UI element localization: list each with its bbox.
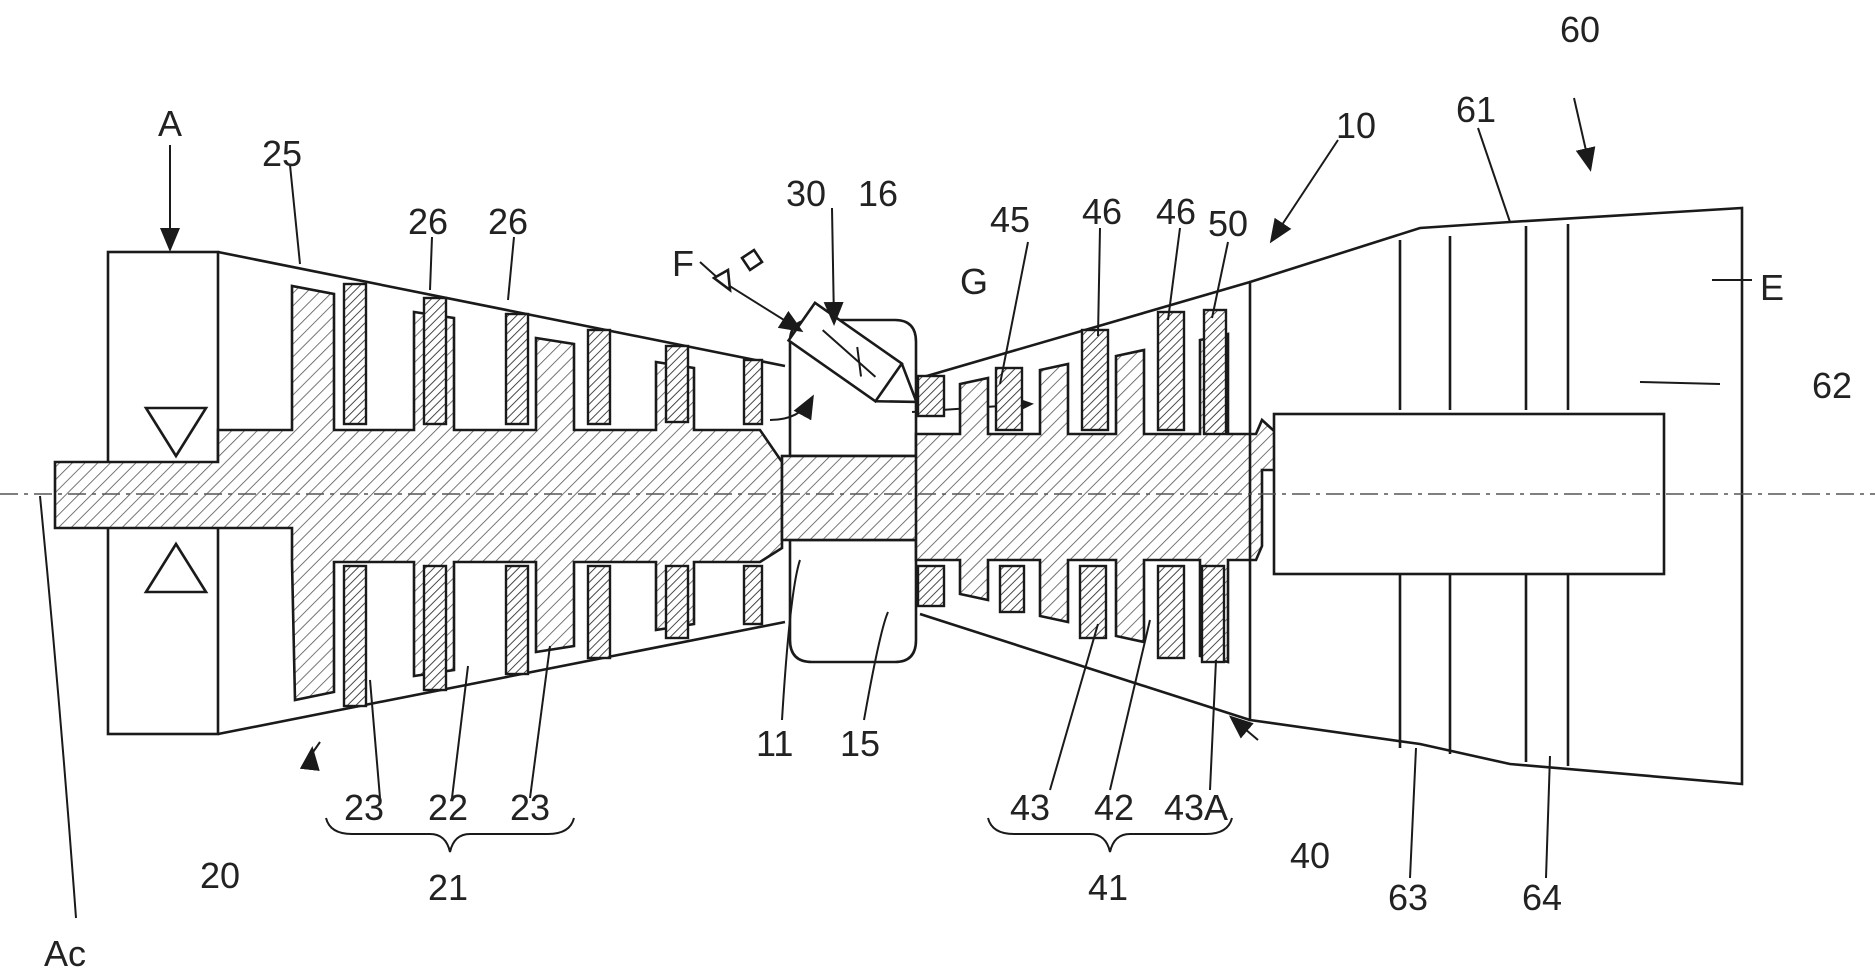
label-50: 50 (1208, 203, 1248, 244)
turbine (916, 282, 1284, 720)
label-43: 43 (1010, 787, 1050, 828)
combustor-casing-bottom (790, 540, 916, 662)
label-E: E (1760, 267, 1784, 308)
exhaust-section (1250, 208, 1742, 784)
label-62: 62 (1812, 365, 1852, 406)
fuel-valve-icon (714, 270, 730, 290)
label-45: 45 (990, 199, 1030, 240)
intermediate-shaft (782, 456, 922, 540)
label-41: 41 (1088, 867, 1128, 908)
label-10: 10 (1336, 105, 1376, 146)
label-46-first: 46 (1082, 191, 1122, 232)
label-20: 20 (200, 855, 240, 896)
label-61: 61 (1456, 89, 1496, 130)
label-25: 25 (262, 133, 302, 174)
label-22: 22 (428, 787, 468, 828)
label-21: 21 (428, 867, 468, 908)
compressor (55, 252, 785, 734)
axis-leader (40, 496, 76, 918)
label-15: 15 (840, 723, 880, 764)
fuel-line (700, 262, 800, 330)
label-60: 60 (1560, 9, 1600, 50)
label-30: 30 (786, 173, 826, 214)
label-A: A (158, 103, 182, 144)
label-64: 64 (1522, 877, 1562, 918)
label-11: 11 (756, 723, 793, 764)
label-G: G (960, 261, 988, 302)
label-46-second: 46 (1156, 191, 1196, 232)
label-43A: 43A (1164, 787, 1228, 828)
label-26-first: 26 (408, 201, 448, 242)
label-63: 63 (1388, 877, 1428, 918)
fuel-control-icon (742, 250, 762, 270)
label-23-right: 23 (510, 787, 550, 828)
label-16: 16 (858, 173, 898, 214)
label-F: F (672, 243, 694, 284)
label-Ac: Ac (44, 933, 86, 974)
label-40: 40 (1290, 835, 1330, 876)
label-26-second: 26 (488, 201, 528, 242)
label-23-left: 23 (344, 787, 384, 828)
label-42: 42 (1094, 787, 1134, 828)
